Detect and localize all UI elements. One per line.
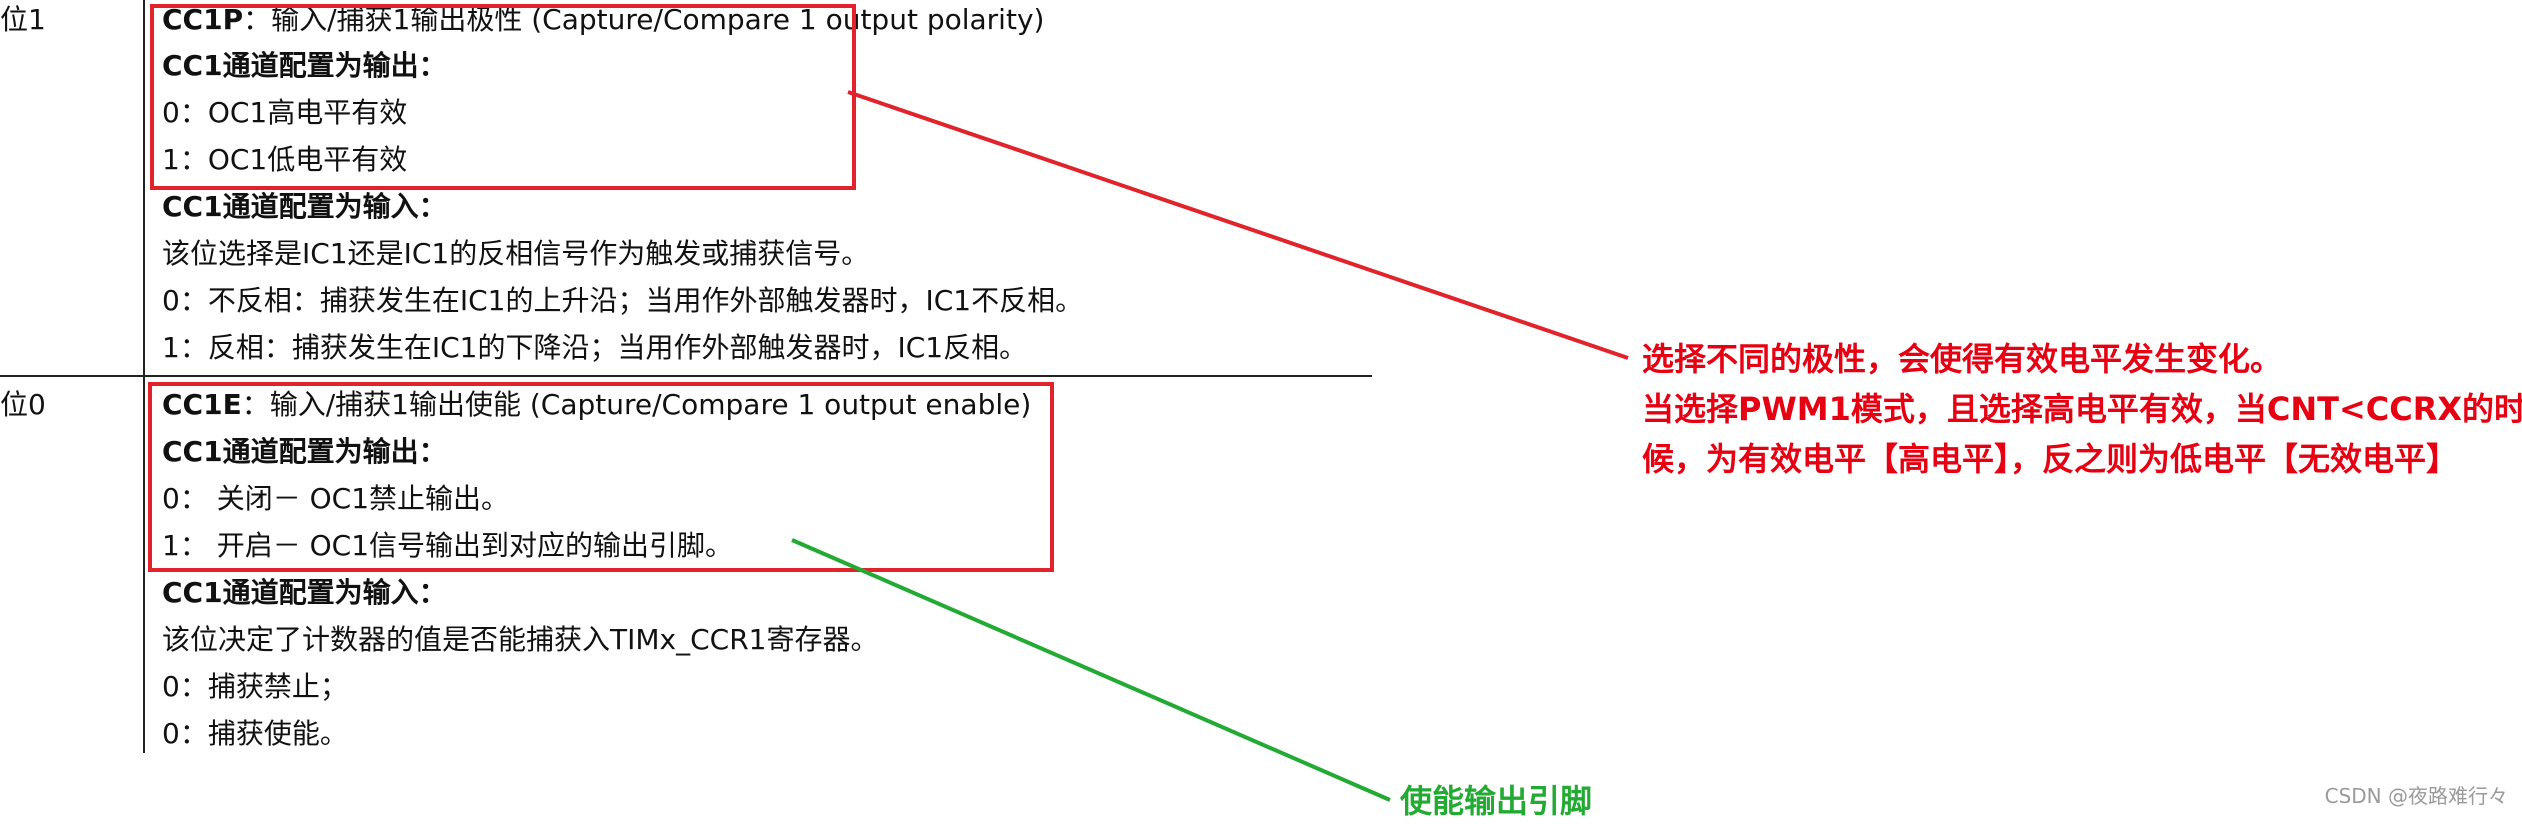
bit1-input-0: 0：不反相：捕获发生在IC1的上升沿；当用作外部触发器时，IC1不反相。 (162, 284, 1084, 317)
bit1-output-1: 1：OC1低电平有效 (162, 143, 408, 176)
bit1-input-heading: CC1通道配置为输入： (162, 190, 447, 223)
polarity-connector-line (847, 90, 1629, 360)
bit1-input-desc: 该位选择是IC1还是IC1的反相信号作为触发或捕获信号。 (162, 237, 870, 270)
bit0-title-rest: ：输入/捕获1输出使能 (Capture/Compare 1 output en… (241, 388, 1032, 421)
column-divider-bottom (143, 377, 145, 753)
bit1-title-bold: CC1P (162, 3, 244, 36)
polarity-annotation-line3: 候，为有效电平【高电平】，反之则为低电平【无效电平】 (1642, 440, 2459, 478)
enable-connector-line (791, 538, 1391, 802)
bit0-input-desc: 该位决定了计数器的值是否能捕获入TIMx_CCR1寄存器。 (162, 623, 879, 656)
bit0-title-bold: CC1E (162, 388, 242, 421)
bit1-title: CC1P：输入/捕获1输出极性 (Capture/Compare 1 outpu… (162, 0, 1044, 40)
bit0-input-1: 0：捕获使能。 (162, 717, 348, 750)
bit1-label: 位1 (0, 3, 46, 36)
bit0-title: CC1E：输入/捕获1输出使能 (Capture/Compare 1 outpu… (162, 385, 1031, 425)
bit1-output-0: 0：OC1高电平有效 (162, 96, 408, 129)
highlight-box-enable (148, 382, 1054, 572)
enable-annotation: 使能输出引脚 (1400, 782, 1593, 820)
bit1-title-rest: ：输入/捕获1输出极性 (Capture/Compare 1 output po… (243, 3, 1045, 36)
bit0-label: 位0 (0, 388, 46, 421)
column-divider-top (143, 0, 145, 375)
bit1-output-heading: CC1通道配置为输出： (162, 49, 447, 82)
bit1-input-1: 1：反相：捕获发生在IC1的下降沿；当用作外部触发器时，IC1反相。 (162, 331, 1028, 364)
bit0-input-heading: CC1通道配置为输入： (162, 576, 447, 609)
bit0-input-0: 0：捕获禁止； (162, 670, 348, 703)
highlight-box-polarity (150, 4, 856, 190)
polarity-annotation-line2: 当选择PWM1模式，且选择高电平有效，当CNT<CCRX的时 (1642, 390, 2522, 428)
row-divider (0, 375, 1372, 377)
polarity-annotation-line1: 选择不同的极性，会使得有效电平发生变化。 (1642, 340, 2283, 378)
watermark: CSDN @夜路难行々 (2324, 784, 2508, 808)
bit0-output-1: 1： 开启－ OC1信号输出到对应的输出引脚。 (162, 529, 734, 562)
bit0-output-0: 0： 关闭－ OC1禁止输出。 (162, 482, 510, 515)
bit0-output-heading: CC1通道配置为输出： (162, 435, 447, 468)
